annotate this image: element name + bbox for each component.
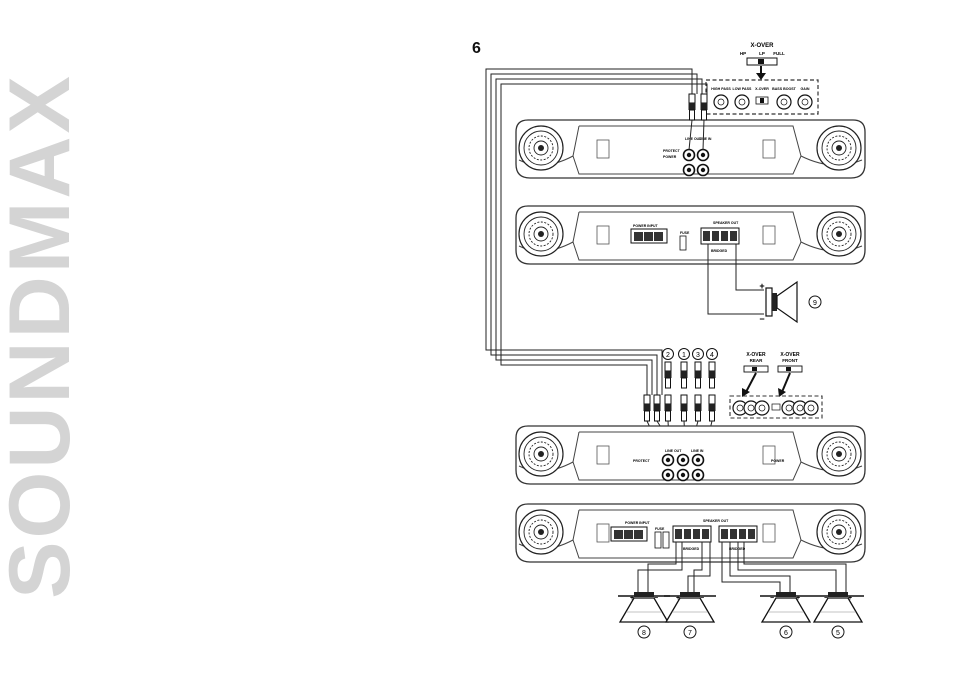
amp2-power-input-label: POWER INPUT [625,521,651,525]
amp1-power-label: POWER [663,155,677,159]
amp2-linein-label: LINE IN [691,449,704,453]
gain-knob-icon [797,94,813,110]
speaker-6-callout: 6 [784,630,788,637]
speaker-8: + − 8 [617,591,671,639]
top-ctrl-gain: GAIN [801,87,810,91]
xover-rear-sub: REAR [750,358,764,363]
amp2-bridged-label-1: BRIDGED [683,547,700,551]
top-xover-opt-full: FULL [773,51,785,56]
amp1-front-panel: PROTECT POWER LINE OUT LINE IN [516,120,865,178]
figure-number: 6 [472,40,481,57]
top-ctrl-xover: X-OVER [755,87,769,91]
svg-text:−: − [759,314,764,324]
top-control-panel: HIGH PASS LOW PASS X-OVER BASS BOOST GAI… [705,79,819,115]
svg-text:+: + [676,595,680,602]
rca-channel-1: 1 [682,352,686,359]
amp1-power-input-label: POWER INPUT [633,224,659,228]
top-xover-opt-lp: LP [759,51,765,56]
speaker-5: − + 5 [811,591,865,639]
rca-channel-4: 4 [710,352,714,359]
amp2-front-panel: PROTECT POWER LINE OUT LINE IN [516,426,865,484]
amp2-fuse-label: FUSE [655,527,665,531]
amp2-protect-label: PROTECT [633,459,651,463]
speaker-6: − + 6 [759,591,813,639]
svg-text:−: − [770,595,774,602]
amp1-speaker-wiring [707,244,764,315]
speaker-9-callout: 9 [813,300,817,307]
amp1-speaker-out-label: SPEAKER OUT [713,221,739,225]
svg-text:+: + [848,595,852,602]
amp2-power-label: POWER [771,459,785,463]
speaker-7: + − 7 [663,591,717,639]
amp1-protect-label: PROTECT [663,149,681,153]
bottom-control-panel [729,395,823,419]
svg-text:−: − [824,595,828,602]
svg-text:+: + [759,281,764,291]
amp2-lineout-label: LINE OUT [665,449,682,453]
top-ctrl-high-pass: HIGH PASS [711,87,731,91]
top-xover-title: X-OVER [750,43,774,49]
speaker-7-callout: 7 [688,630,692,637]
top-xover-opt-hp: HP [740,51,746,56]
top-xover-switch: X-OVER HP LP FULL [740,43,785,80]
rca-cable-bundle [485,68,708,395]
amp2-speaker-wiring [637,542,847,592]
amp1-linein-label: LINE IN [699,137,712,141]
speaker-9: + − 9 [759,280,822,324]
amp2-rear-panel: POWER INPUT FUSE SPEAKER OUT BRIDGED BRI… [516,504,865,562]
amp1-fuse-label: FUSE [680,231,690,235]
low-pass-knob-icon [734,94,750,110]
speaker-8-callout: 8 [642,630,646,637]
svg-text:+: + [630,595,634,602]
top-ctrl-low-pass: LOW PASS [733,87,753,91]
speaker-5-callout: 5 [836,630,840,637]
amp1-lineout-label: LINE OUT [685,137,702,141]
svg-text:+: + [796,595,800,602]
bass-boost-knob-icon [776,94,792,110]
xover-front-title: X-OVER [780,352,800,358]
rca-channel-3: 3 [696,352,700,359]
rca-channel-2: 2 [666,352,670,359]
amp2-bridged-label-2: BRIDGED [729,547,746,551]
xover-rear-title: X-OVER [746,352,766,358]
high-pass-knob-icon [713,94,729,110]
amp1-bridged-label: BRIDGED [711,249,728,253]
bottom-xover-switches: X-OVER REAR X-OVER FRONT [742,352,803,397]
amp1-rear-panel: POWER INPUT FUSE SPEAKER OUT BRIDGED [516,206,865,264]
amp2-speaker-out-label: SPEAKER OUT [703,519,729,523]
xover-front-sub: FRONT [782,358,798,363]
svg-text:−: − [654,595,658,602]
svg-text:−: − [700,595,704,602]
top-ctrl-bass-boost: BASS BOOST [772,87,797,91]
amp1-rca-plugs [688,93,708,151]
